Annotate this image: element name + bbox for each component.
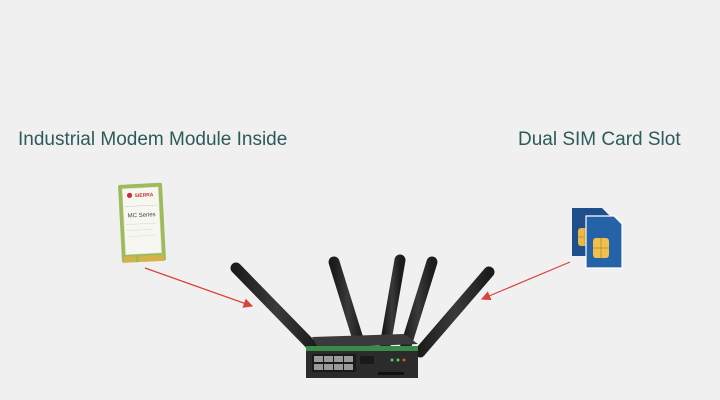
- modem-arrow: [144, 267, 254, 308]
- sim-arrow: [480, 261, 571, 301]
- modem-module-label: Industrial Modem Module Inside: [18, 129, 288, 150]
- sim-slot-label: Dual SIM Card Slot: [518, 129, 681, 150]
- sim-cards-image: [572, 208, 623, 269]
- module-brand-text: SIERRA: [134, 192, 154, 199]
- router-body: [306, 334, 418, 378]
- ethernet-ports: [314, 356, 353, 370]
- modem-module-image: SIERRA MC Series: [118, 182, 166, 263]
- antenna-5: [414, 266, 495, 358]
- antenna-4: [398, 256, 438, 358]
- antenna-1: [230, 262, 322, 356]
- module-series-text: MC Series: [128, 212, 156, 219]
